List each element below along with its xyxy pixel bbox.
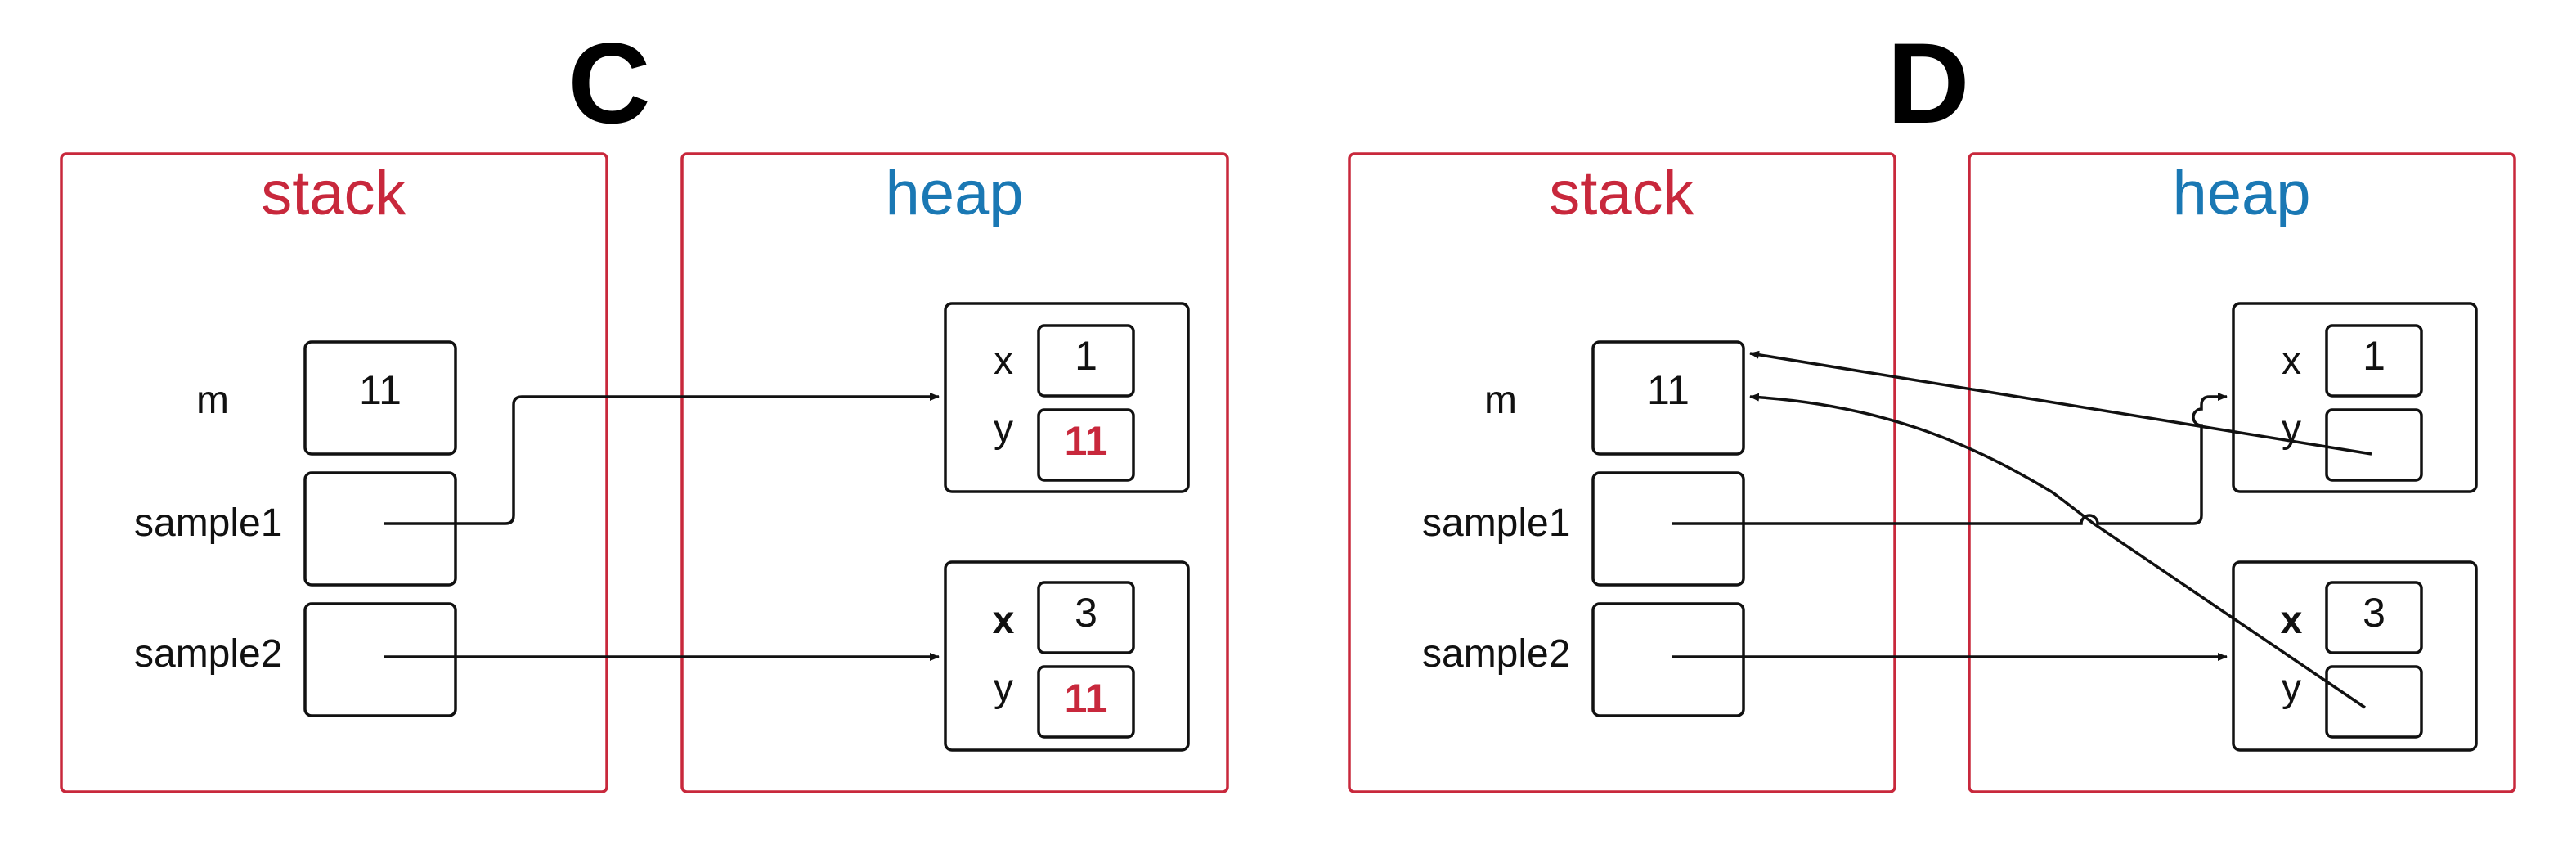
var-label-sample1: sample1 (1422, 501, 1570, 545)
heap-title: heap (885, 159, 1023, 228)
obj2-x-label: x (2281, 599, 2303, 642)
var-label-sample1: sample1 (134, 501, 282, 545)
stack-cell-m (1591, 340, 1745, 456)
panel-d: D stack heap m 11 sample1 sample2 x 1 y … (1348, 19, 2516, 793)
obj1-y-value: 11 (1065, 418, 1108, 464)
obj2-x-label: x (993, 599, 1015, 642)
stack-cell-m (303, 340, 457, 456)
var-label-m: m (1484, 379, 1517, 422)
heap-region (1968, 152, 2516, 793)
stack-region (1348, 152, 1896, 793)
heap-title: heap (2172, 159, 2310, 228)
var-label-sample2: sample2 (1422, 632, 1570, 676)
stack-title: stack (1549, 159, 1694, 228)
obj2-x-cell (2325, 581, 2423, 654)
stack-cell-sample2 (303, 602, 457, 717)
var-label-sample2: sample2 (134, 632, 282, 676)
obj2-y-label: y (2282, 667, 2301, 710)
stack-region (60, 152, 608, 793)
pointer-obj1-y-to-m (1749, 350, 2372, 456)
panel-c: C stack heap m 11 sample1 sample2 x 1 y … (60, 19, 1229, 793)
stack-title: stack (261, 159, 406, 228)
obj2-x-cell (1037, 581, 1135, 654)
m-value: 11 (1647, 367, 1690, 413)
obj2-x-value: 3 (2363, 590, 2385, 636)
obj2-x-value: 3 (1075, 590, 1097, 636)
obj1-x-label: x (994, 339, 1013, 383)
obj2-y-cell (2325, 665, 2423, 739)
m-value: 11 (359, 367, 402, 413)
var-label-m: m (196, 379, 229, 422)
heap-region (680, 152, 1229, 793)
obj1-y-cell (1037, 408, 1135, 482)
obj1-x-cell (1037, 324, 1135, 398)
obj1-x-value: 1 (1075, 333, 1097, 379)
pointer-obj2-y-to-m (1749, 393, 2366, 709)
panel-label: C (568, 19, 650, 147)
obj1-x-cell (2325, 324, 2423, 398)
pointer-sample1-to-object1 (1672, 393, 2228, 525)
obj1-y-label: y (994, 407, 1013, 451)
panel-label: D (1887, 19, 1969, 147)
obj2-y-label: y (994, 667, 1013, 710)
obj2-y-cell (1037, 665, 1135, 739)
obj1-y-label: y (2282, 407, 2301, 451)
obj1-y-cell (2325, 408, 2423, 482)
stack-cell-sample2 (1591, 602, 1745, 717)
stack-cell-sample1 (1591, 471, 1745, 587)
stack-cell-sample1 (303, 471, 457, 587)
obj1-x-value: 1 (2363, 333, 2385, 379)
pointer-sample1-to-object1 (384, 393, 940, 525)
obj1-x-label: x (2282, 339, 2301, 383)
obj2-y-value: 11 (1065, 676, 1108, 721)
